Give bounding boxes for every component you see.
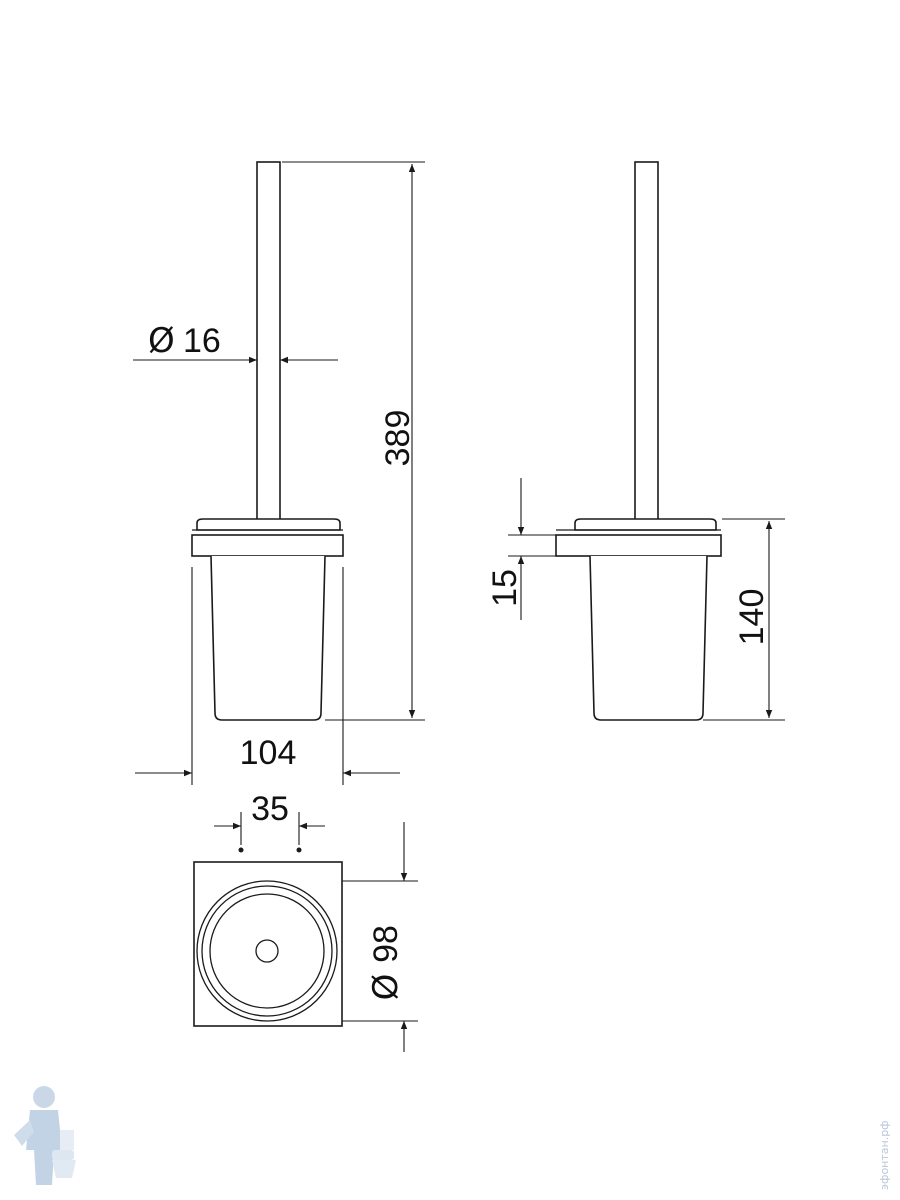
- mount-hole-right: [296, 847, 302, 853]
- plumber-mascot-icon: [14, 1086, 76, 1185]
- holder-height-label: 140: [733, 589, 771, 646]
- front-glass-cup: [210, 555, 326, 721]
- top-cup-outer: [196, 880, 338, 1022]
- side-glass-cup: [589, 555, 708, 721]
- plate-thickness-label: 15: [486, 569, 524, 607]
- side-wall-plate: [555, 534, 722, 557]
- top-wall-plate: [193, 861, 343, 1027]
- mount-hole-left: [238, 847, 244, 853]
- front-rod: [256, 161, 281, 521]
- front-lid: [196, 518, 341, 531]
- side-rod: [634, 161, 659, 521]
- hole-spacing-label: 35: [251, 790, 289, 828]
- total-height-label: 389: [379, 410, 417, 467]
- holder-width-label: 104: [240, 734, 297, 772]
- watermark-text: эфонтан.рф: [878, 1120, 891, 1190]
- front-wall-plate: [191, 534, 344, 557]
- side-view: 15 140: [486, 161, 785, 721]
- cup-diameter-symbol: Ø: [366, 974, 406, 1001]
- rod-diameter-label: 16: [183, 322, 221, 360]
- cup-diameter-label: 98: [367, 925, 405, 963]
- top-cup-inner: [209, 893, 325, 1009]
- top-view: 35 Ø 98: [193, 790, 418, 1052]
- top-cup-ring: [201, 885, 333, 1017]
- top-rod-hole: [255, 939, 279, 963]
- side-lid: [574, 518, 717, 531]
- rod-diameter-symbol: Ø: [148, 321, 175, 361]
- front-view: Ø 16 389 104: [133, 161, 425, 785]
